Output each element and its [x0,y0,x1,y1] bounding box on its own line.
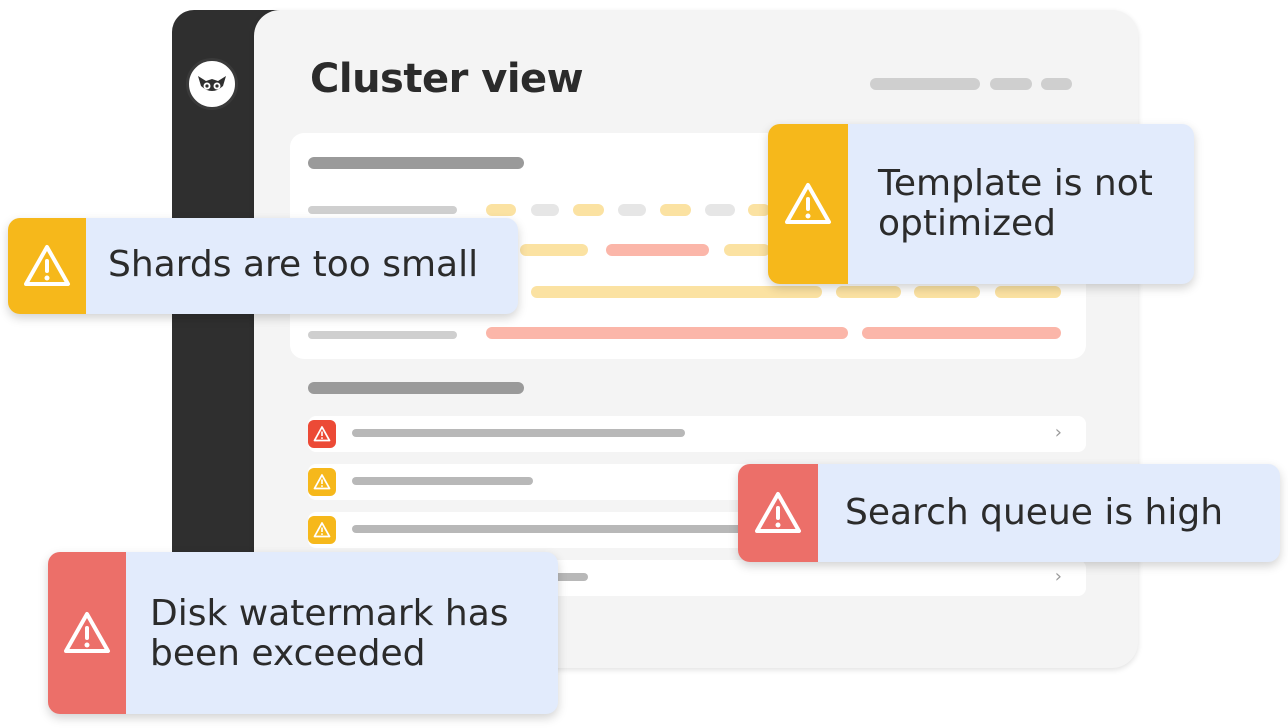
alert-toast-shards[interactable]: Shards are too small [8,218,518,314]
list-item[interactable]: › [308,416,1086,452]
shard-bar [995,286,1061,298]
shard-bar [836,286,901,298]
section-heading-placeholder [308,382,524,394]
warning-triangle-icon [738,464,818,562]
warning-triangle-icon [48,552,126,714]
shard-bar [486,204,516,216]
shard-bar [486,327,848,339]
header-placeholder [990,78,1032,90]
chevron-right-icon[interactable]: › [1054,566,1062,587]
shard-bar [862,327,1061,339]
card-heading-placeholder [308,157,524,169]
warning-triangle-icon [308,516,336,544]
chevron-right-icon[interactable]: › [1054,422,1062,443]
warning-triangle-icon [308,420,336,448]
warning-triangle-icon [8,218,86,314]
shard-bar [724,244,770,256]
shard-bar [618,204,646,216]
list-item-placeholder [352,477,533,485]
shard-bar [573,204,604,216]
warning-triangle-icon [768,124,848,284]
alert-message: Template is not optimized [878,163,1153,244]
alert-toast-disk-watermark[interactable]: Disk watermark has been exceeded [48,552,558,714]
alert-message: Search queue is high [845,492,1224,533]
shard-bar [606,244,709,256]
shard-bar [660,204,691,216]
alert-message: Disk watermark has been exceeded [150,593,509,674]
alert-toast-template[interactable]: Template is not optimized [768,124,1194,284]
page-title: Cluster view [310,56,584,102]
shard-bar [531,286,822,298]
list-item-placeholder [352,429,685,437]
alert-message: Shards are too small [108,244,479,285]
shard-bar [520,244,588,256]
warning-triangle-icon [308,468,336,496]
shard-bar [531,204,559,216]
header-placeholder [870,78,980,90]
shard-bar [748,204,770,216]
header-placeholder [1041,78,1072,90]
row-label-placeholder [308,206,457,214]
owl-logo-icon[interactable] [186,58,238,110]
shard-bar [705,204,735,216]
alert-toast-search-queue[interactable]: Search queue is high [738,464,1280,562]
shard-bar [914,286,980,298]
list-item-placeholder [352,525,752,533]
row-label-placeholder [308,331,457,339]
